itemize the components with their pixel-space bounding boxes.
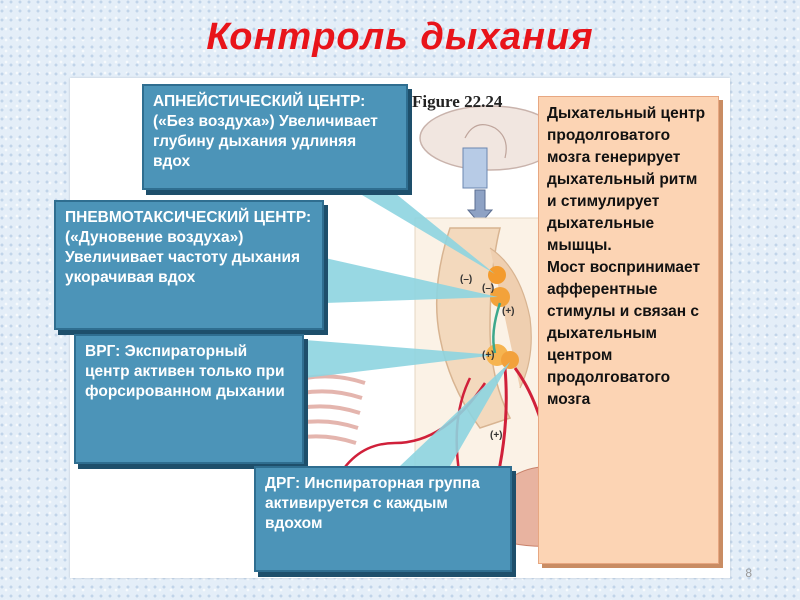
vrg-box: ВРГ: Экспираторный центр активен только …	[74, 334, 304, 464]
green-pathway	[492, 302, 502, 354]
slide-title: Контроль дыхания	[206, 16, 594, 58]
plus-sign-3: (+)	[490, 430, 503, 441]
callout-drg	[400, 362, 510, 466]
page-number: 8	[745, 566, 752, 580]
callout-apneustic	[325, 173, 495, 274]
plus-sign-1: (+)	[502, 306, 515, 317]
ribcage-sketch	[295, 374, 366, 445]
apneustic-nucleus	[488, 266, 506, 284]
callout-vrg	[305, 340, 496, 378]
medulla-description-box: Дыхательный центр продолговатого мозга г…	[538, 96, 719, 564]
apneustic-center-box: АПНЕЙСТИЧЕСКИЙ ЦЕНТР: («Без воздуха») Ув…	[142, 84, 408, 190]
pneumotaxic-center-box: ПНЕВМОТАКСИЧЕСКИЙ ЦЕНТР: («Дуновение воз…	[54, 200, 324, 330]
plus-sign-2: (+)	[482, 350, 495, 361]
figure-label: Figure 22.24	[412, 92, 503, 111]
brainstem-illustration	[295, 105, 601, 547]
minus-sign-2: (–)	[482, 283, 495, 294]
drg-nucleus	[501, 351, 519, 369]
minus-sign-1: (–)	[460, 274, 473, 285]
medulla-paragraph-2: Мост воспринимает афферентные стимулы и …	[547, 259, 701, 408]
medulla-paragraph-1: Дыхательный центр продолговатого мозга г…	[547, 105, 706, 254]
zoom-box-marker	[462, 147, 488, 189]
drg-box: ДРГ: Инспираторная группа активируется с…	[254, 466, 512, 572]
zoom-arrow	[466, 189, 494, 225]
callout-pneumotaxic	[325, 258, 498, 303]
pneumotaxic-nucleus	[490, 287, 510, 307]
